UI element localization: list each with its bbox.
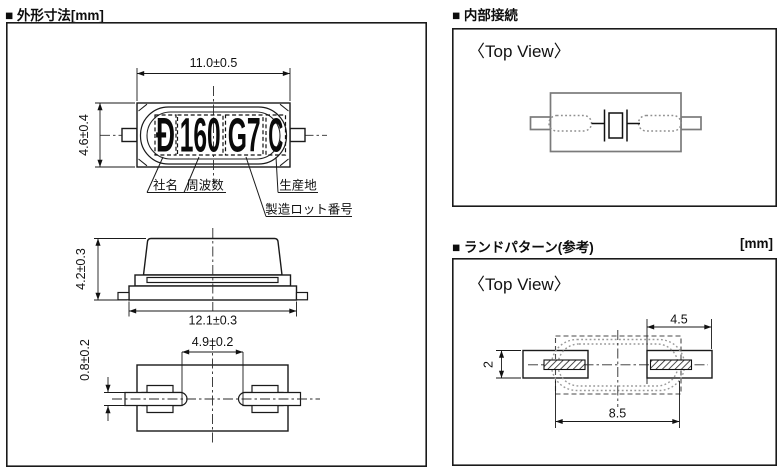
lead-thickness-dim-text: 0.8±0.2	[78, 339, 92, 381]
marking-box-origin	[265, 114, 287, 156]
pad-width-extension-lines	[646, 319, 712, 384]
side-left-lead	[117, 291, 130, 301]
land-frame	[452, 258, 777, 466]
side-view-drawing: 4.2±0.3 12.1±0.3	[74, 228, 309, 328]
leader-lines	[146, 156, 279, 217]
left-lead	[121, 127, 138, 143]
bottom-view-drawing: 4.9±0.2 0.8±0.2	[78, 335, 320, 444]
left-lead-footprint	[543, 359, 586, 371]
label-underlines	[147, 192, 352, 217]
pad-pitch-dim-text: 8.5	[609, 407, 626, 421]
marking-box-logo	[154, 114, 177, 156]
right-lead	[289, 127, 306, 143]
internal-left-terminal	[529, 116, 552, 131]
outline-section-title: ■ 外形寸法[mm]	[5, 8, 104, 23]
pad-height-extension-lines	[496, 350, 521, 379]
land-pattern-drawing: 〈Top View〉 4.5 2 8.5	[452, 258, 777, 466]
label-lot: 製造ロット番号	[265, 203, 353, 217]
internal-connection-drawing: 〈Top View〉	[452, 28, 777, 207]
marking-logo: Ð	[156, 110, 175, 163]
internal-frame	[452, 28, 777, 207]
land-unit-label: [mm]	[740, 236, 773, 251]
label-frequency: 周波数	[186, 178, 224, 193]
outline-frame	[6, 22, 427, 467]
internal-connection-diagram	[529, 92, 702, 153]
thickness-extension-lines	[94, 238, 146, 301]
right-lead-footprint	[649, 359, 693, 371]
gap-dim-text: 4.9±0.2	[192, 335, 234, 349]
marking-box-lot	[224, 114, 264, 156]
marking-lot: G7	[228, 110, 261, 163]
marking-origin: C	[268, 110, 283, 163]
lead-thickness-extension-lines	[104, 392, 126, 406]
side-right-lead	[295, 291, 309, 301]
land-pattern-diagram: 4.5 2 8.5	[482, 313, 713, 428]
top-view-drawing: Ð 160 G7 C 11.0±0.5 4.6±0.4	[77, 56, 327, 184]
pad-height-dim-text: 2	[482, 361, 496, 368]
internal-section-title: ■ 内部接続	[452, 8, 518, 23]
crystal-element	[608, 112, 624, 139]
crystal-plates	[603, 109, 628, 142]
width-extension-lines	[136, 68, 291, 101]
corner-marks	[138, 103, 289, 167]
height-dim-text: 4.6±0.4	[77, 114, 91, 156]
metal-cap	[142, 237, 283, 276]
land-section-title: ■ ランドパターン(参考)	[452, 240, 594, 255]
marking-box-frequency	[176, 114, 224, 156]
internal-top-view-label: 〈Top View〉	[468, 42, 571, 61]
gap-extension-lines	[181, 352, 244, 406]
internal-right-terminal	[680, 116, 702, 131]
pad-width-dim-text: 4.5	[670, 313, 687, 327]
marking-frequency: 160	[180, 110, 221, 163]
internal-right-electrode	[637, 114, 682, 132]
land-top-view-label: 〈Top View〉	[468, 275, 571, 294]
label-origin: 生産地	[279, 178, 317, 193]
marking-callouts: 社名 周波数 生産地 製造ロット番号	[146, 156, 353, 217]
thickness-dim-text: 4.2±0.3	[74, 248, 88, 290]
label-company: 社名	[153, 178, 178, 193]
overall-width-dim-text: 12.1±0.3	[189, 314, 238, 328]
width-dim-text: 11.0±0.5	[190, 56, 238, 70]
outline-drawing: Ð 160 G7 C 11.0±0.5 4.6±0.4 社名 周波数 生産地 製…	[6, 22, 427, 467]
